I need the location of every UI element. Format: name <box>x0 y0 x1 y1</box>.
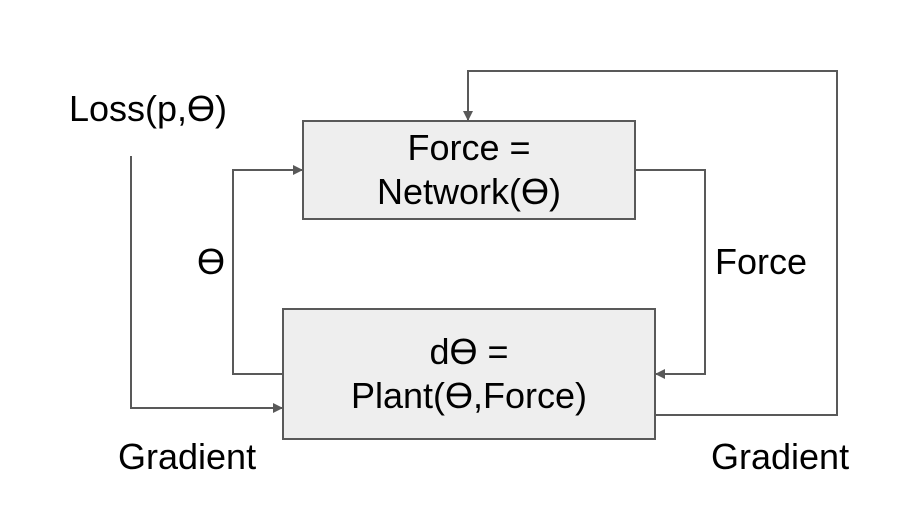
gradient-right-label: Gradient <box>711 436 850 477</box>
network-node-line1: Force = <box>407 127 531 168</box>
theta-edge-label: ϴ <box>197 241 226 282</box>
network-node-line2: Network(ϴ) <box>376 171 561 212</box>
plant-node-line1: dϴ = <box>429 331 509 372</box>
loss-label: Loss(p,ϴ) <box>69 88 228 129</box>
plant-node-line2: Plant(ϴ,Force) <box>350 375 588 416</box>
force-edge-label: Force <box>715 241 808 282</box>
gradient-left-label: Gradient <box>118 436 257 477</box>
edge-loss-to-plant <box>130 156 283 413</box>
edge-plant-to-network-gradient <box>463 70 838 416</box>
plant-node: dϴ = Plant(ϴ,Force) <box>282 308 656 440</box>
edge-network-to-plant-force <box>636 169 706 379</box>
network-node: Force = Network(ϴ) <box>302 120 636 220</box>
edge-plant-to-network-theta <box>232 165 303 375</box>
